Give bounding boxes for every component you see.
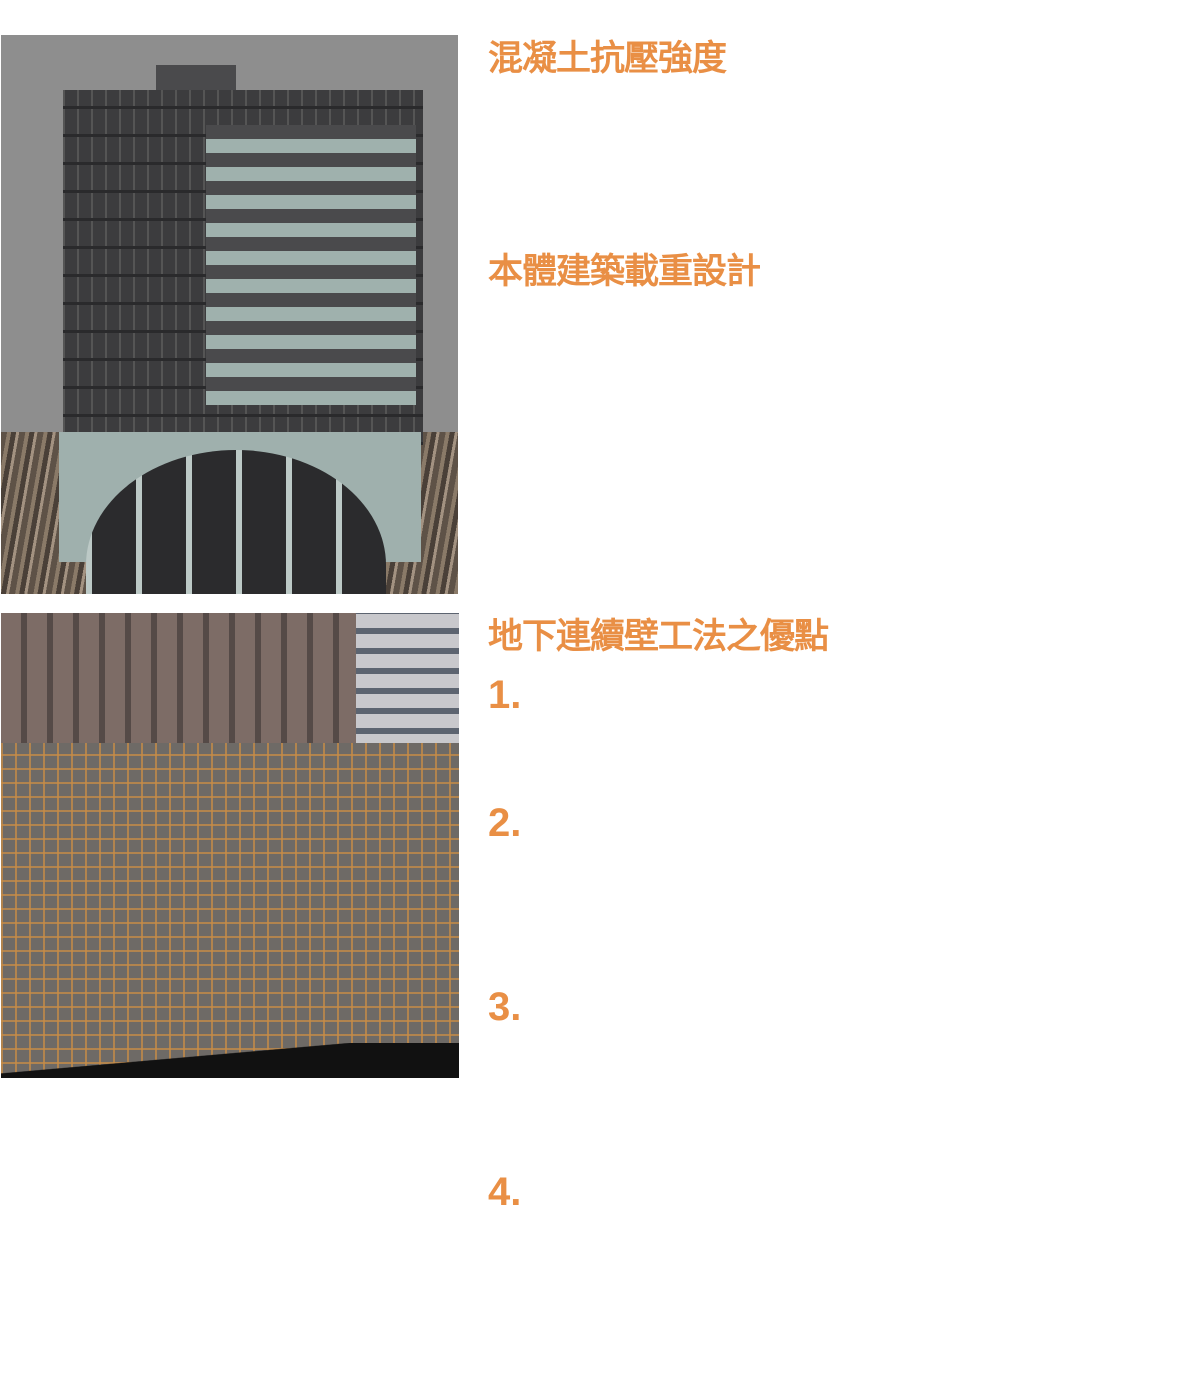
advantage-number: 3. [488, 985, 522, 1029]
heading-concrete-strength: 混凝土抗壓強度 [488, 39, 727, 79]
facade-panel [206, 125, 416, 405]
advantage-number: 4. [488, 1170, 522, 1214]
diaphragm-wall-render-image [1, 613, 459, 1078]
building-render-image [1, 35, 458, 594]
heading-load-design: 本體建築載重設計 [488, 252, 761, 292]
street-buildings [356, 613, 459, 748]
rebar-wall [1, 743, 459, 1078]
advantage-number: 2. [488, 801, 522, 845]
advantage-number: 1. [488, 673, 522, 717]
heading-diaphragm-wall-advantages: 地下連續壁工法之優點 [488, 617, 829, 657]
wall-base [1, 1043, 459, 1078]
